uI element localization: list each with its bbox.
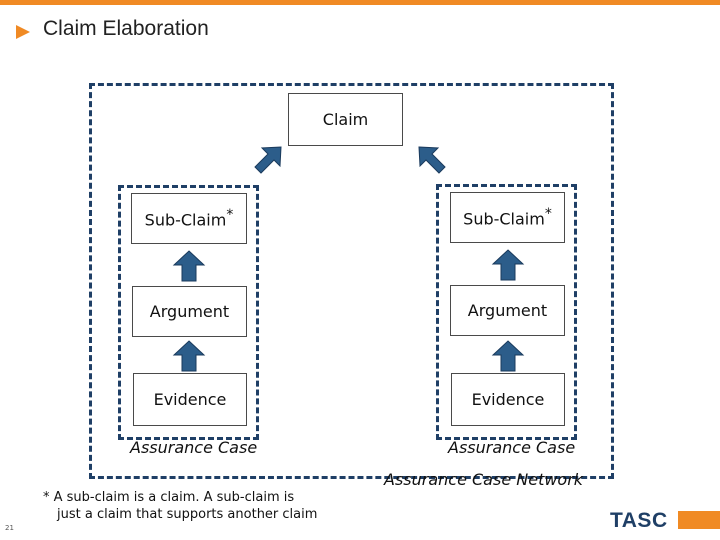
right-assurance-case-frame <box>436 184 577 440</box>
right-subclaim-box: Sub-Claim* <box>450 192 565 243</box>
left-argument-label: Argument <box>149 302 230 321</box>
right-argument-label: Argument <box>467 301 548 320</box>
left-evidence-label: Evidence <box>153 390 227 409</box>
footnote: * A sub-claim is a claim. A sub-claim is… <box>43 489 317 523</box>
right-up-arrow-2-icon <box>491 340 525 372</box>
tasc-logo: TASC <box>610 509 668 532</box>
logo-accent-bar <box>678 511 720 529</box>
left-diagonal-arrow-icon <box>254 146 282 174</box>
claim-label: Claim <box>322 110 369 129</box>
page-number: 21 <box>5 524 14 532</box>
left-evidence-box: Evidence <box>133 373 247 426</box>
left-up-arrow-1-icon <box>172 250 206 282</box>
assurance-case-network-frame <box>89 83 614 479</box>
left-subclaim-box: Sub-Claim* <box>131 193 247 244</box>
left-up-arrow-2-icon <box>172 340 206 372</box>
top-accent-bar <box>0 0 720 5</box>
right-diagonal-arrow-icon <box>418 146 446 174</box>
right-evidence-box: Evidence <box>451 373 565 426</box>
left-assurance-case-frame <box>118 185 259 440</box>
right-up-arrow-1-icon <box>491 249 525 281</box>
left-subclaim-marker: * <box>226 207 234 224</box>
right-assurance-case-label: Assurance Case <box>448 438 576 457</box>
right-subclaim-label: Sub-Claim <box>463 209 545 229</box>
title-bullet-icon <box>16 25 30 39</box>
left-assurance-case-label: Assurance Case <box>130 438 258 457</box>
claim-box: Claim <box>288 93 403 146</box>
left-argument-box: Argument <box>132 286 247 337</box>
slide-title: Claim Elaboration <box>43 17 209 40</box>
footnote-line-1: * A sub-claim is a claim. A sub-claim is <box>43 490 295 505</box>
left-subclaim-label: Sub-Claim <box>144 210 227 230</box>
right-argument-box: Argument <box>450 285 565 336</box>
assurance-case-network-label: Assurance Case Network <box>384 470 584 489</box>
footnote-line-2: just a claim that supports another claim <box>57 507 318 522</box>
right-evidence-label: Evidence <box>471 390 545 409</box>
right-subclaim-marker: * <box>544 206 552 223</box>
